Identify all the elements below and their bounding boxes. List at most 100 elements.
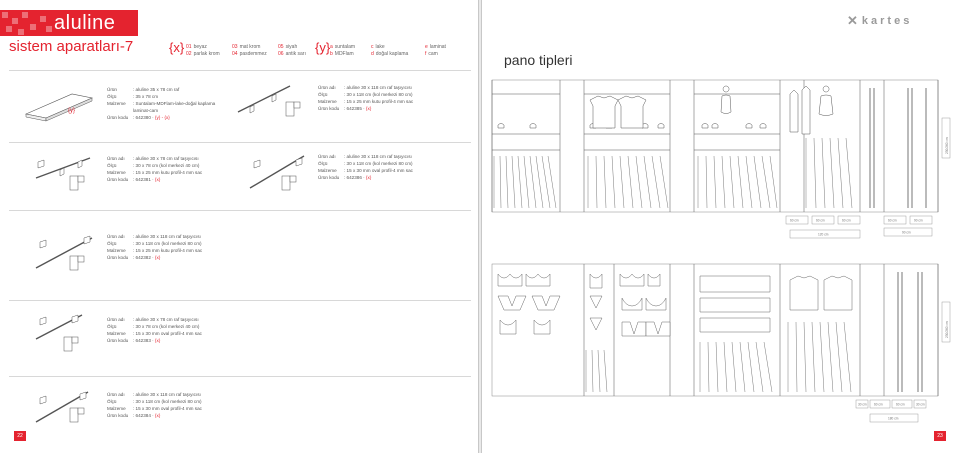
dim-label: 30 cm [858,403,867,407]
spec-key: Ürün kodu [107,338,129,343]
spec-code-variant: {x} [365,106,372,111]
spec-row: Malzeme: 15 x 30 mm oval profil-4 mm sac [318,167,413,174]
spec-key: Malzeme [107,248,126,253]
product-spec-2: Ürün adı : aluline 30 x 118 cm raf taşıyı… [318,84,413,112]
spec-value-text: : 30 x 118 cm (kol merkezi 80 cm) [344,92,413,97]
spec-key: Ürün adı [318,85,336,90]
dim-label: 60 cm [874,403,883,407]
page-title: sistem aparatları-7 [9,38,134,55]
spec-value: : aluline 30 x 118 cm raf taşıyıcısı [133,391,201,398]
spec-value: : 15 x 25 mm kutu profil-4 mm sac [133,169,202,176]
spec-value: : aluline 30 x 118 cm raf taşıyıcısı [344,84,412,91]
spec-row: Ölçü: 30 x 78 cm (kol merkezi 40 cm) [107,162,202,169]
spec-value-text: : 642380 · [133,115,155,120]
height-label: 230/260 cm [945,137,949,154]
spec-row: Ürün adı : aluline 30 x 118 cm raf taşıyı… [107,233,202,240]
spec-value-text: : 15 x 30 mm oval profil-4 mm sac [133,406,202,411]
spec-code-variant: {x} [154,338,161,343]
spec-key: Ürün kodu [318,175,340,180]
shelf-drawing [22,84,94,124]
dim-label: 60 cm [896,403,905,407]
spec-value: : 642386 · {x} [344,174,371,181]
legend-code: 06 [278,51,284,57]
spec-row: Ürün: aluline 35 x 78 cm raf [107,86,215,93]
spec-row: Ölçü: 30 x 118 cm (kol merkezi 80 cm) [107,240,202,247]
wall-panel-elevation-top: 60 cm 60 cm 60 cm 60 cm 90 cm 120 cm 90 … [490,78,952,248]
wall-panel-elevation-bottom: 30 cm 60 cm 60 cm 30 cm 180 cm 230/260 c… [490,262,952,432]
spec-row: Malzeme: 15 x 30 mm oval profil-4 mm sac [107,405,202,412]
spec-row: Ürün kodu: 642380 · {y} - {x} [107,114,215,121]
spec-key: Ürün adı [107,392,125,397]
legend-code: a [330,44,333,50]
spec-value-text: : 35 x 78 cm [133,94,159,99]
spec-key: Malzeme [318,99,337,104]
color-legend-key: {x} [169,40,185,55]
spec-key: Ölçü [107,163,117,168]
legend-code: 05 [278,44,284,50]
spec-value-text: : aluline 30 x 118 cm raf taşıyıcısı [344,85,412,90]
product-spec-5: Ürün adı : aluline 30 x 118 cm raf taşıyı… [107,233,202,261]
spec-row: Ürün adı : aluline 30 x 118 cm raf taşıyı… [318,84,413,91]
spec-row: Ürün kodu: 642383 · {x} [107,337,202,344]
spec-value: : 30 x 118 cm (kol merkezi 80 cm) [133,240,202,247]
spec-row: Ürün kodu: 642385 · {x} [318,105,413,112]
spec-value-text: : 642382 · [133,255,155,260]
spec-key: Ürün adı [107,234,125,239]
dim-label: 60 cm [888,219,897,223]
spec-row: Ürün kodu: 642382 · {x} [107,254,202,261]
spec-value: : 30 x 118 cm (kol merkezi 80 cm) [133,398,202,405]
dim-label: 60 cm [816,219,825,223]
rail-drawing-long [232,78,312,123]
dim-label: 120 cm [818,233,829,237]
product-spec-7: Ürün adı : aluline 30 x 118 cm raf taşıyı… [107,391,202,419]
spec-value: laminat-cam [133,107,158,114]
brand-bar: aluline [0,10,138,36]
spec-key: Ürün adı [107,317,125,322]
legend-code: d [371,51,374,57]
legend-label: pasdemmez [239,51,267,57]
legend-code: b [330,51,333,57]
spec-key: Ürün [107,87,117,92]
rail-drawing-long-2 [30,228,100,276]
spec-row: Ölçü: 30 x 118 cm (kol merkezi 80 cm) [318,91,413,98]
spec-value-text: : 642381 · [133,177,155,182]
spec-value-text: : 15 x 25 mm kutu profil-4 mm sac [344,99,414,104]
spec-row: Malzeme : 15 x 25 mm kutu profil-4 mm sac [318,98,413,105]
page-number: 22 [14,431,26,441]
legend-code: f [425,51,427,57]
spec-row: Ürün kodu: 642384 · {x} [107,412,202,419]
legend-code: 03 [232,44,238,50]
dim-label: 60 cm [790,219,799,223]
right-page: ✕ kartes pano tipleri [481,0,960,453]
spec-value-text: : 30 x 118 cm (kol merkezi 80 cm) [344,161,413,166]
legend-label: laminat [429,44,446,50]
spec-row: Ölçü: 30 x 118 cm (kol merkezi 80 cm) [318,160,413,167]
spec-value-text: : 642385 · [344,106,366,111]
spec-value-text: : aluline 30 x 118 cm raf taşıyıcısı [344,154,412,159]
spec-value-text: : aluline 30 x 78 cm raf taşıyıcısı [133,156,199,161]
product-spec-4: Ürün adı: aluline 30 x 118 cm raf taşıyı… [318,153,413,181]
spec-key: Ürün adı [107,156,125,161]
spec-key: Ölçü [107,324,117,329]
spec-value: : aluline 30 x 78 cm raf taşıyıcısı [133,155,199,162]
rail-drawing-oval [244,148,314,196]
spec-row: laminat-cam [107,107,215,114]
spec-row: Ürün adı : aluline 30 x 118 cm raf taşıyı… [107,391,202,398]
spec-key: Malzeme [107,331,126,336]
spec-row: Malzeme: 15 x 25 mm kutu profil-4 mm sac [107,169,202,176]
spec-value: : 642385 · {x} [344,105,371,112]
spec-value-text: : 642384 · [133,413,155,418]
spec-key [107,107,133,114]
spec-value-text: : aluline 30 x 78 cm raf taşıyıcısı [133,317,199,322]
spec-value-text: : aluline 30 x 118 cm raf taşıyıcısı [133,234,201,239]
spec-row: Ölçü: 30 x 78 cm (kol merkezi 40 cm) [107,323,202,330]
spec-value: : 35 x 78 cm [133,93,158,100]
